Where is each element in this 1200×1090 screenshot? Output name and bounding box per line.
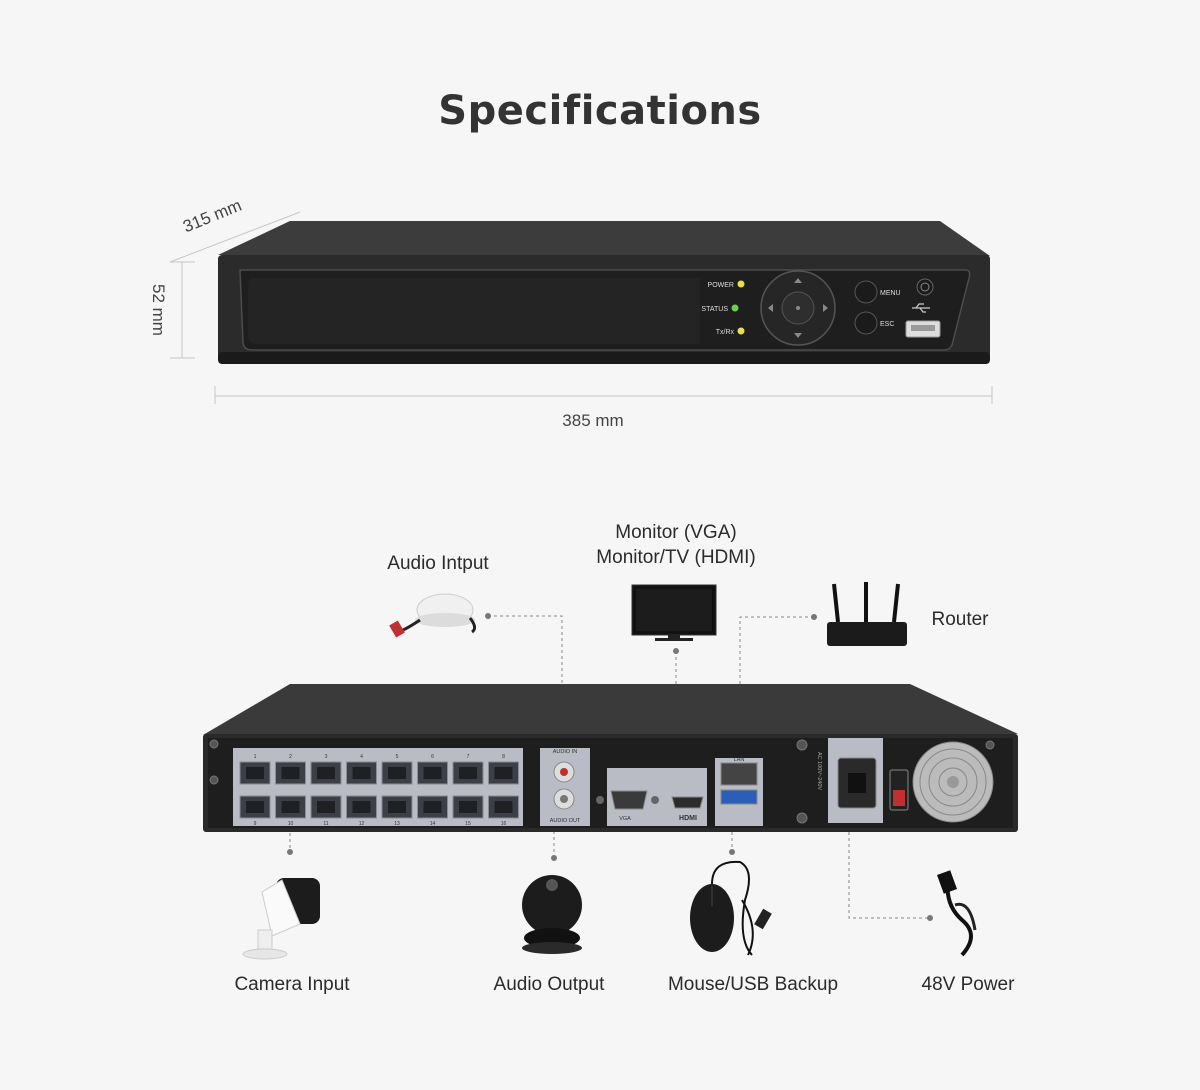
router-label: Router [931, 609, 989, 630]
poe-port-number: 10 [288, 821, 294, 827]
camera-input-label: Camera Input [234, 974, 350, 995]
audio-out-label: AUDIO OUT [550, 818, 581, 824]
poe-port-number: 13 [394, 821, 400, 827]
menu-button[interactable] [854, 280, 878, 304]
poe-port-number: 5 [396, 754, 399, 760]
dpad-right-icon [823, 304, 828, 312]
lan-port [720, 762, 758, 786]
vga-label: VGA [619, 816, 631, 822]
poe-port-number: 3 [325, 754, 328, 760]
poe-port-number: 16 [501, 821, 507, 827]
status-led-label: STATUS [701, 306, 728, 313]
power-led-label: POWER [708, 282, 734, 289]
poe-port-number: 7 [467, 754, 470, 760]
poe-port-number: 15 [465, 821, 471, 827]
poe-port-number: 11 [323, 821, 328, 827]
audio-plate [540, 748, 590, 826]
poe-port-number: 8 [502, 754, 505, 760]
audio-input-label: Audio Intput [387, 553, 489, 574]
mouse-icon [690, 860, 753, 956]
microphone-icon [389, 593, 477, 638]
hdmi-label: HDMI [679, 815, 697, 822]
hdmi-port [671, 796, 704, 809]
page-title: Specifications [438, 88, 762, 134]
front-top-surface [218, 221, 990, 256]
poe-port-number: 14 [430, 821, 436, 827]
power-rating-label: AC 100V~240V [816, 752, 822, 790]
poe-port-number: 4 [360, 754, 363, 760]
poe-port-number: 1 [254, 754, 257, 760]
monitor-vga-label: Monitor (VGA) [615, 522, 737, 543]
txrx-led-label: Tx/Rx [716, 329, 735, 336]
power-label: 48V Power [921, 974, 1015, 995]
poe-port-number: 2 [289, 754, 292, 760]
ir-receiver-icon [916, 278, 934, 296]
power-adapter-icon [937, 870, 977, 957]
lan-label: LAN [734, 757, 745, 763]
esc-button[interactable] [854, 311, 878, 335]
usb-cable-icon [741, 899, 772, 956]
status-led [731, 304, 739, 312]
usb-symbol-icon [912, 303, 930, 313]
menu-button-label: MENU [880, 290, 901, 297]
poe-port-number: 9 [254, 821, 257, 827]
poe-port-number: 6 [431, 754, 434, 760]
router-icon [827, 582, 907, 646]
dpad-left-icon [768, 304, 773, 312]
monitor-hdmi-label: Monitor/TV (HDMI) [596, 547, 756, 568]
rear-top-surface [203, 684, 1018, 735]
power-led [737, 280, 745, 288]
vga-port [610, 790, 648, 810]
dimension-lines [169, 211, 993, 404]
speaker-icon [522, 875, 582, 954]
dpad-up-icon [794, 278, 802, 283]
dpad-down-icon [794, 333, 802, 338]
audio-in-label: AUDIO IN [553, 749, 577, 755]
bullet-camera-icon [242, 878, 320, 960]
audio-output-label: Audio Output [493, 974, 605, 995]
monitor-icon [631, 584, 717, 641]
width-dimension-label: 385 mm [562, 411, 624, 430]
mouse-usb-label: Mouse/USB Backup [667, 974, 839, 995]
poe-port-number: 12 [359, 821, 365, 827]
esc-button-label: ESC [880, 321, 894, 328]
txrx-led [737, 327, 745, 335]
usb-port [720, 789, 758, 805]
